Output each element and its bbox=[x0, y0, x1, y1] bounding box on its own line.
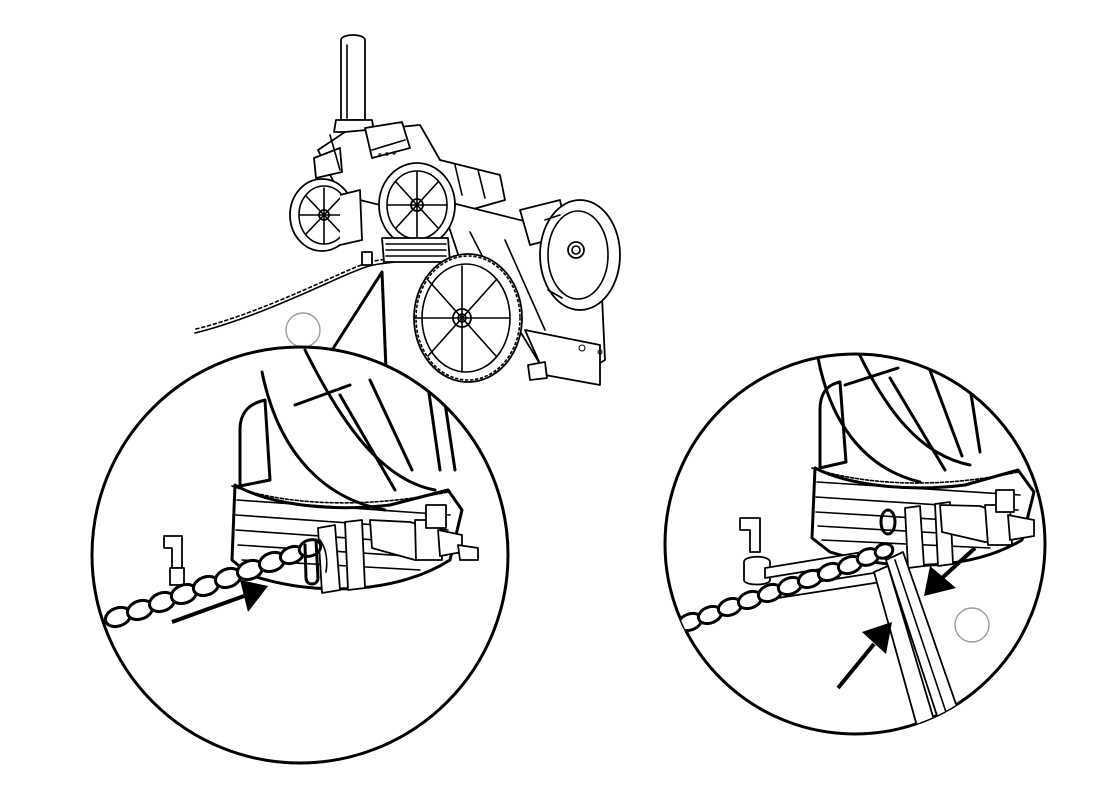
engine-chimney bbox=[334, 35, 374, 132]
rear-wheel-back bbox=[540, 200, 620, 310]
front-wheel-center bbox=[379, 163, 455, 247]
step-marker-circle bbox=[955, 608, 989, 642]
chain-clip-detail bbox=[665, 345, 1045, 744]
traction-engine-illustration bbox=[195, 35, 620, 385]
step-marker-circle bbox=[286, 313, 320, 347]
rear-wheel-front bbox=[414, 254, 522, 382]
